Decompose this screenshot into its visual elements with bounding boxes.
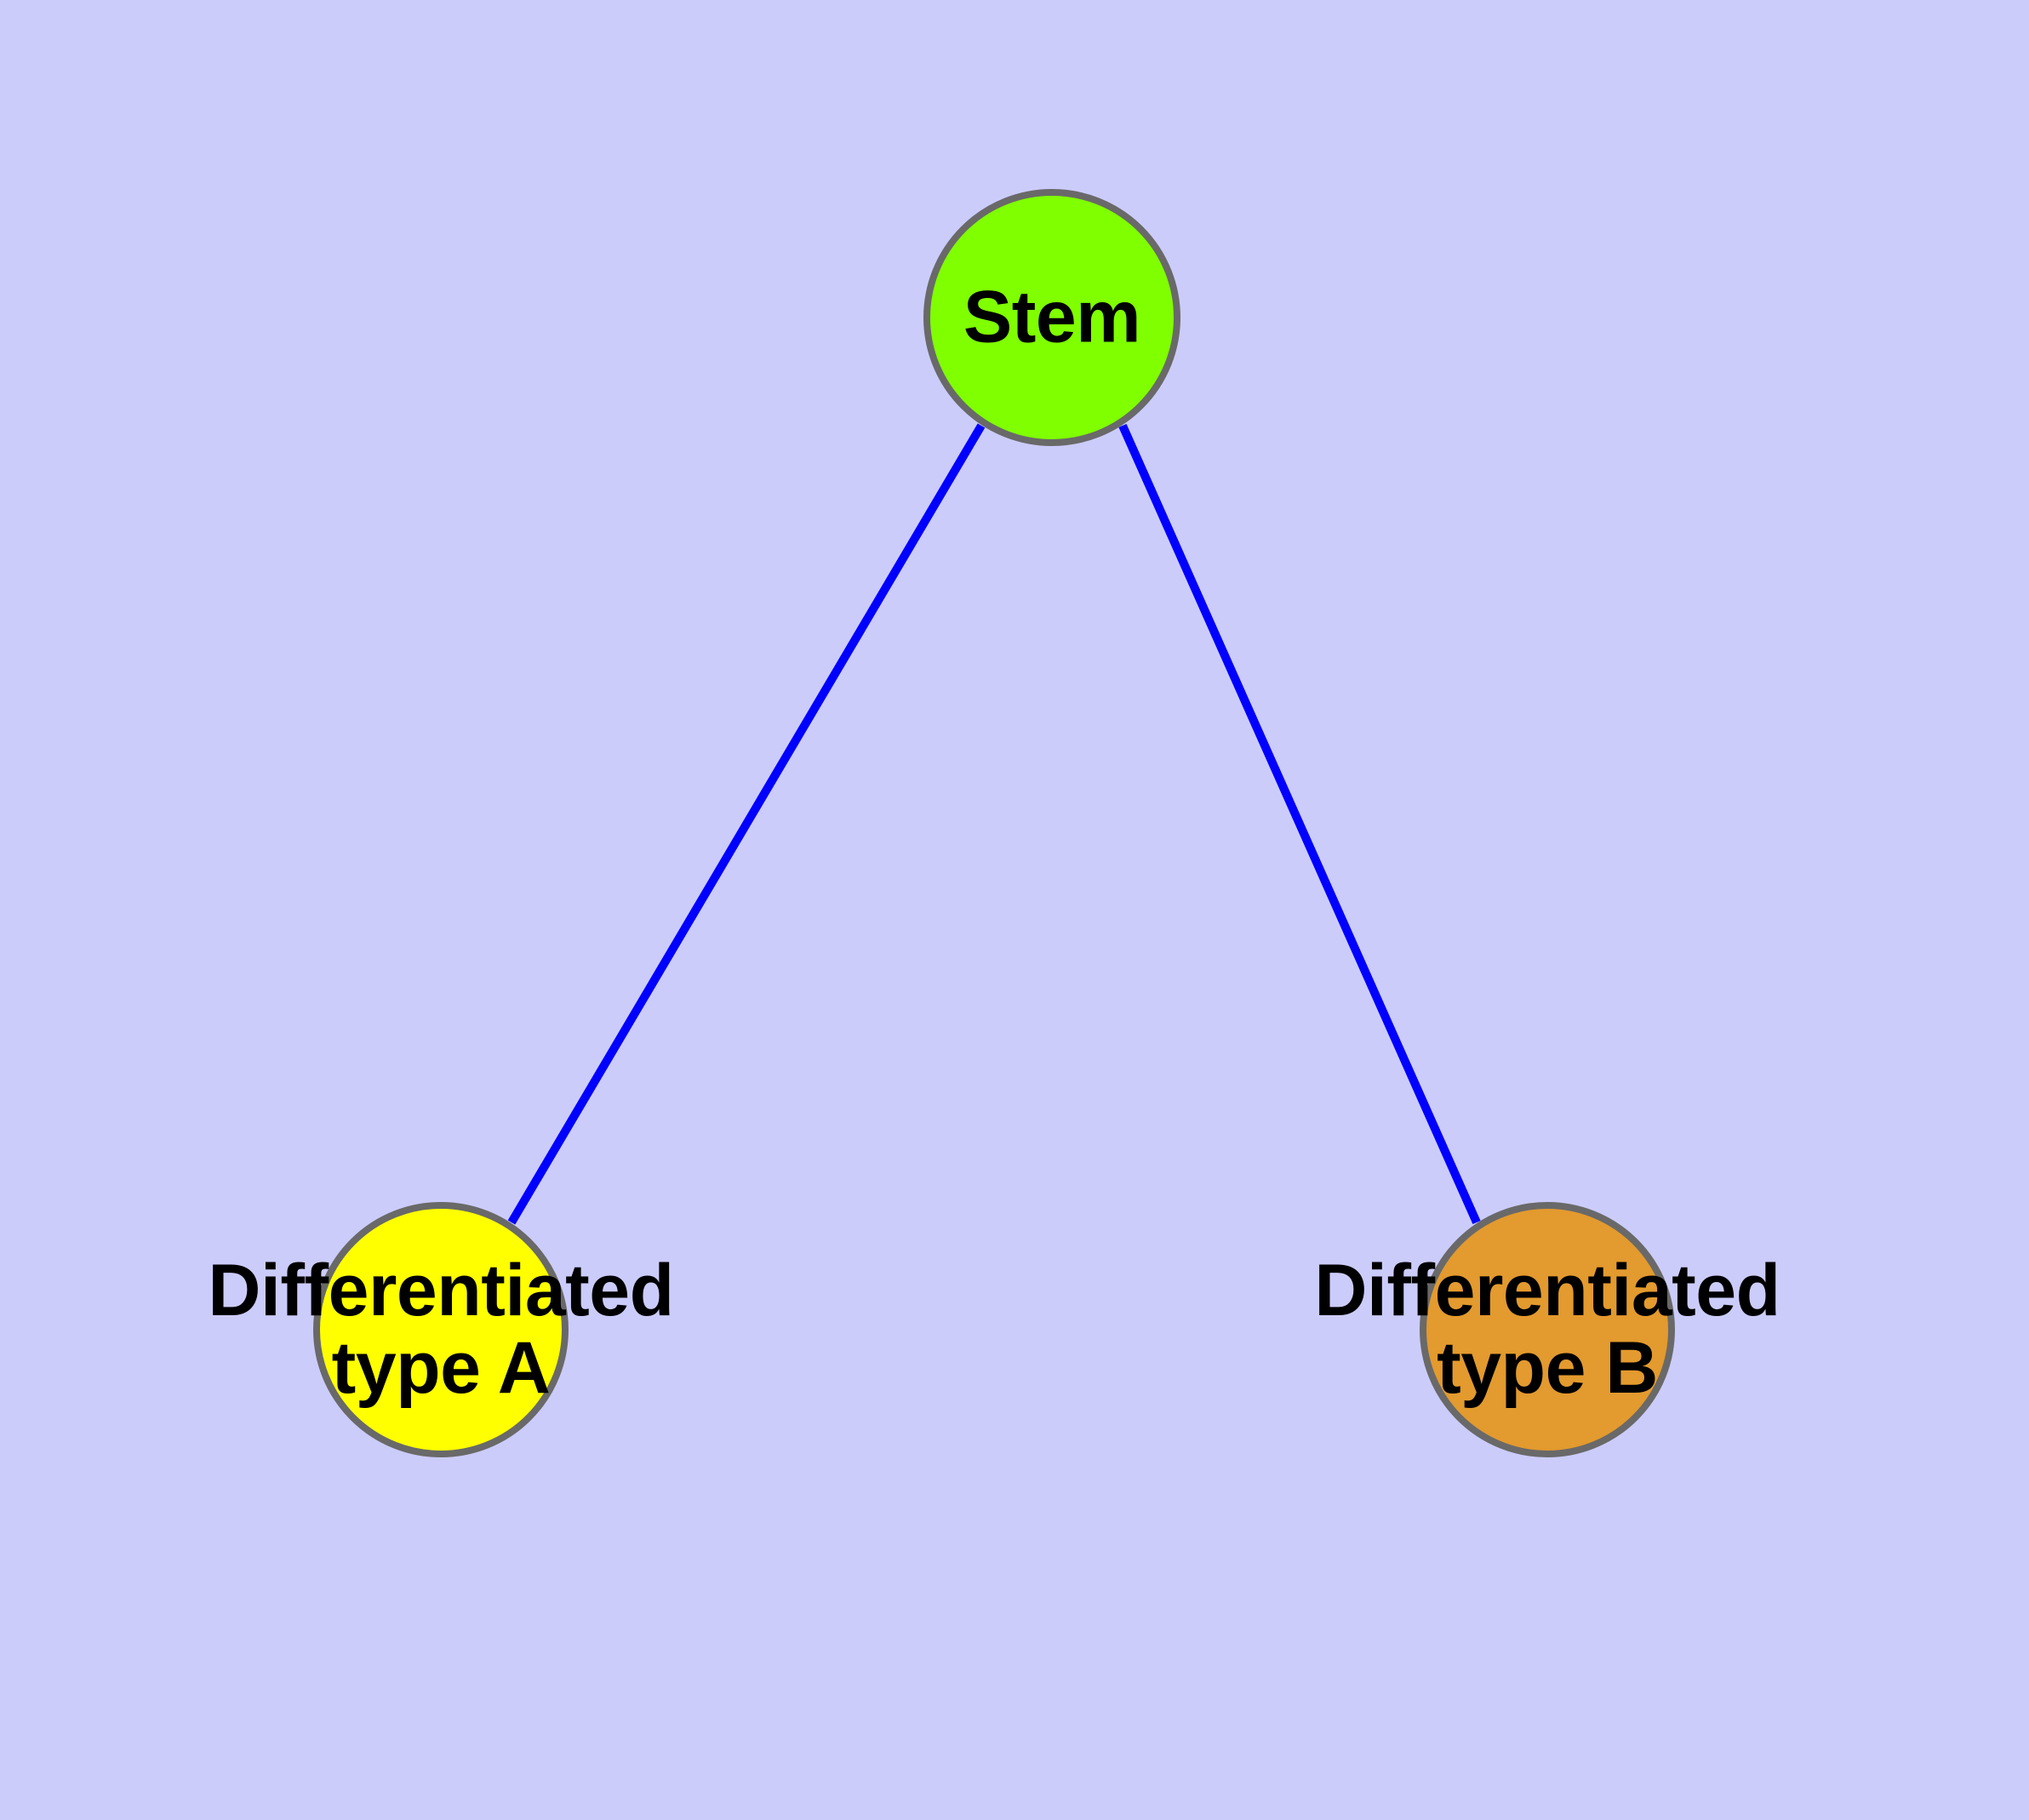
node-differentiated-type-b[interactable]: Differentiated type B [1314, 1202, 1780, 1457]
node-stem[interactable]: Stem [923, 189, 1180, 446]
node-differentiated-type-a[interactable]: Differentiated type A [208, 1202, 674, 1457]
node-stem-label: Stem [963, 276, 1141, 358]
edge-stem-to-differentiated-type-b [1118, 423, 1481, 1225]
edge-stem-to-differentiated-type-a [507, 423, 986, 1225]
